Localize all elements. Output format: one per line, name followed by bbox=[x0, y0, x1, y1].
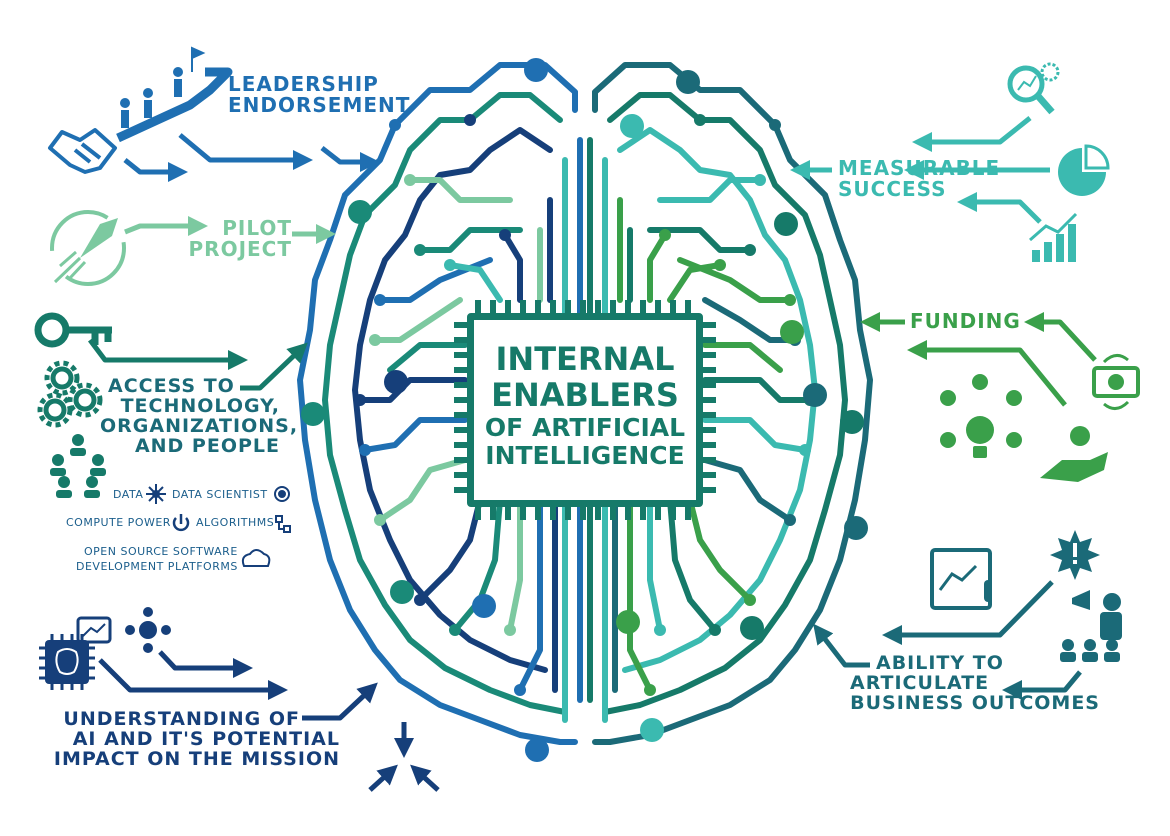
articulate-label: ABILITY TO ARTICULATE BUSINESS OUTCOMES bbox=[850, 652, 1100, 714]
gears-icon bbox=[37, 360, 103, 428]
chip-title-line-3: OF ARTIFICIAL bbox=[484, 412, 686, 442]
measurable-line-2: SUCCESS bbox=[838, 177, 947, 201]
arrow-understanding-2 bbox=[98, 658, 288, 700]
magnifier-chart-icon bbox=[1007, 62, 1060, 115]
measurable-success-label: MEASURABLE SUCCESS bbox=[838, 158, 1000, 200]
access-line-3: ORGANIZATIONS, bbox=[100, 414, 299, 437]
access-line-4: AND PEOPLE bbox=[134, 434, 280, 457]
arrow-articulate-2 bbox=[813, 623, 870, 668]
arrow-leadership-1 bbox=[123, 158, 188, 182]
resource-data-scientist: DATA SCIENTIST bbox=[172, 488, 268, 501]
arrow-articulate-3 bbox=[1002, 670, 1082, 700]
handshake-icon bbox=[48, 128, 117, 174]
arrow-funding-3 bbox=[907, 340, 1067, 407]
data-icon bbox=[146, 484, 166, 504]
arrow-pilot-1 bbox=[124, 216, 208, 236]
arrow-access-2 bbox=[240, 342, 308, 391]
power-icon bbox=[172, 514, 190, 532]
understanding-line-3: IMPACT ON THE MISSION bbox=[53, 747, 340, 770]
chip-pins bbox=[454, 300, 716, 520]
arrow-measurable-4 bbox=[957, 192, 1042, 224]
arrow-measurable-1 bbox=[912, 116, 1032, 152]
leadership-line-1: LEADERSHIP bbox=[228, 72, 379, 96]
arrow-converge-left bbox=[368, 764, 398, 792]
algorithm-icon bbox=[275, 515, 291, 533]
growth-chart-icon bbox=[1029, 212, 1078, 262]
pilot-line-1: PILOT bbox=[222, 216, 292, 240]
leadership-endorsement-label: LEADERSHIP ENDORSEMENT bbox=[228, 74, 410, 116]
pie-chart-icon bbox=[1058, 144, 1110, 196]
resource-compute-power: COMPUTE POWER bbox=[66, 516, 171, 529]
resource-algorithms: ALGORITHMS bbox=[196, 516, 275, 529]
chip-title-line-1: INTERNAL bbox=[495, 340, 675, 378]
access-line-1: ACCESS TO bbox=[108, 375, 235, 397]
idea-bulb-icon bbox=[940, 374, 1022, 458]
drone-icon bbox=[125, 607, 171, 653]
resource-open-source: OPEN SOURCE SOFTWARE bbox=[84, 545, 238, 558]
resource-data: DATA bbox=[113, 488, 144, 501]
arrow-leadership-2 bbox=[178, 133, 313, 170]
leadership-line-2: ENDORSEMENT bbox=[228, 93, 411, 117]
hand-coin-icon bbox=[1040, 426, 1108, 482]
resource-dev-platforms: DEVELOPMENT PLATFORMS bbox=[76, 560, 238, 573]
chip-title-line-4: INTELLIGENCE bbox=[485, 440, 685, 470]
money-cycle-icon bbox=[1092, 354, 1140, 410]
funding-label: FUNDING bbox=[910, 311, 1021, 332]
presentation-board-icon bbox=[930, 548, 992, 610]
circuit-badges bbox=[301, 58, 868, 762]
arrow-funding-1 bbox=[1024, 312, 1097, 362]
chip-title-line-2: ENABLERS bbox=[491, 375, 679, 414]
people-network-icon bbox=[50, 434, 106, 498]
funding-line: FUNDING bbox=[910, 309, 1021, 333]
arrow-access bbox=[88, 338, 248, 370]
access-line-2: TECHNOLOGY, bbox=[120, 394, 280, 417]
pilot-project-label: PILOT PROJECT bbox=[187, 218, 292, 260]
articulate-line-3: BUSINESS OUTCOMES bbox=[850, 691, 1100, 714]
key-icon bbox=[34, 312, 112, 348]
arrow-converge-right bbox=[410, 764, 440, 792]
data-scientist-icon bbox=[274, 486, 290, 502]
central-chip: INTERNAL ENABLERS OF ARTIFICIAL INTELLIG… bbox=[467, 313, 703, 507]
access-label: ACCESS TO TECHNOLOGY, ORGANIZATIONS, AND… bbox=[100, 375, 299, 457]
brain-chip-icon bbox=[39, 616, 112, 690]
arrow-understanding-1 bbox=[158, 650, 253, 678]
cloud-code-icon bbox=[241, 549, 271, 567]
alert-burst-icon bbox=[1050, 530, 1100, 580]
arrow-leadership-3 bbox=[320, 146, 380, 172]
presenter-icon bbox=[1060, 590, 1122, 662]
arrows bbox=[88, 116, 1097, 792]
understanding-line-2: AI AND IT'S POTENTIAL bbox=[72, 727, 340, 750]
rocket-icon bbox=[50, 210, 126, 286]
chip-title: INTERNAL ENABLERS OF ARTIFICIAL INTELLIG… bbox=[474, 340, 696, 470]
measurable-line-1: MEASURABLE bbox=[838, 156, 1001, 180]
understanding-line-1: UNDERSTANDING OF bbox=[63, 708, 300, 730]
articulate-line-2: ARTICULATE bbox=[850, 671, 990, 694]
articulate-line-1: ABILITY TO bbox=[876, 652, 1004, 674]
brain-circuits bbox=[297, 62, 873, 745]
arrow-articulate-1 bbox=[882, 580, 1054, 645]
understanding-label: UNDERSTANDING OF AI AND IT'S POTENTIAL I… bbox=[40, 708, 340, 770]
arrow-understanding-3 bbox=[302, 682, 378, 721]
pilot-line-2: PROJECT bbox=[188, 237, 292, 261]
climbing-people-icon bbox=[116, 46, 233, 143]
